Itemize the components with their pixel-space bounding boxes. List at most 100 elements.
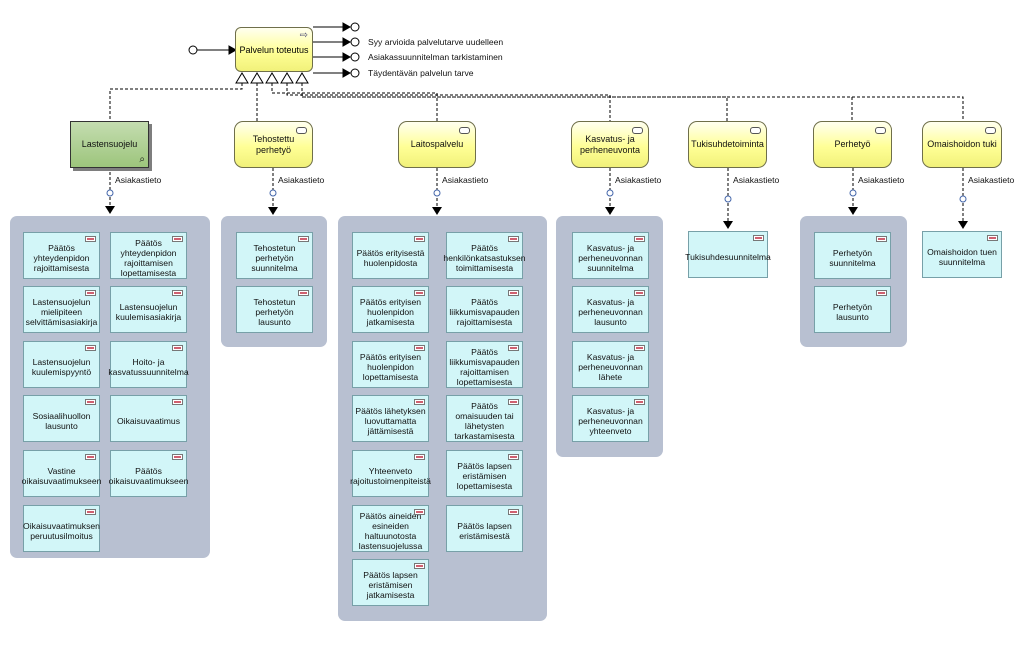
document-icon (85, 236, 96, 242)
document-icon (508, 454, 519, 460)
document-label: Vastine oikaisuvaatimukseen (21, 466, 102, 486)
document-label: Tehostetun perhetyön suunnitelma (251, 243, 298, 273)
document-icon (508, 236, 519, 242)
document-icon (414, 399, 425, 405)
magnifier-icon: ⌕ (139, 154, 145, 165)
document-item[interactable]: Tukisuhdesuunnitelma (685, 231, 771, 278)
document-item[interactable]: Yhteenveto rajoitustoimenpiteistä (350, 450, 431, 497)
service-node-lastensuojelu[interactable]: Lastensuojelu ⌕ (70, 121, 149, 168)
document-label: Lastensuojelun mielipiteen selvittämisas… (25, 297, 98, 327)
document-item[interactable]: Lastensuojelun kuulemisasiakirja (110, 286, 187, 333)
service-node-omaishoidon-tuki[interactable]: Omaishoidon tuki (922, 121, 1002, 168)
document-item[interactable]: Päätös oikaisuvaatimukseen (109, 450, 188, 497)
document-label: Päätös lapsen eristämisen jatkamisesta (363, 570, 418, 600)
association-label: Asiakastieto (615, 175, 662, 185)
service-node-tehostettu-perhetyo[interactable]: Tehostettu perhetyö (234, 121, 313, 168)
document-label: Päätös lapsen eristämisen lopettamisesta (456, 461, 513, 491)
document-label: Kasvatus- ja perheneuvonnan lausunto (578, 297, 643, 327)
document-icon (508, 345, 519, 351)
document-icon (876, 290, 887, 296)
document-icon (508, 290, 519, 296)
association-label: Asiakastieto (115, 175, 162, 185)
document-item[interactable]: Tehostetun perhetyön lausunto (236, 286, 313, 333)
output-label-2: Asiakassuunnitelman tarkistaminen (368, 52, 503, 62)
document-icon (634, 236, 645, 242)
document-icon (987, 235, 998, 241)
association-label: Asiakastieto (858, 175, 905, 185)
document-item[interactable]: Perhetyön suunnitelma (814, 232, 891, 279)
document-item[interactable]: Päätös lapsen eristämisen jatkamisesta (352, 559, 429, 606)
document-item[interactable]: Päätös lapsen eristämisestä (446, 505, 523, 552)
document-icon (414, 236, 425, 242)
document-icon (172, 290, 183, 296)
document-label: Päätös erityisen huolenpidon lopettamise… (359, 352, 422, 382)
document-label: Sosiaalihuollon lausunto (32, 411, 91, 431)
service-arrow-icon: ⇨ (299, 30, 308, 41)
document-icon (753, 235, 764, 241)
document-label: Omaishoidon tuen suunnitelma (927, 247, 997, 267)
document-item[interactable]: Oikaisuvaatimus (110, 395, 187, 442)
document-item[interactable]: Hoito- ja kasvatussuunnitelma (108, 341, 189, 388)
document-icon (634, 290, 645, 296)
document-item[interactable]: Päätös aineiden esineiden haltuunotosta … (352, 505, 429, 552)
service-tag-icon (459, 127, 470, 134)
document-icon (172, 454, 183, 460)
document-item[interactable]: Päätös erityisestä huolenpidosta (352, 232, 429, 279)
service-node-palvelun-toteutus[interactable]: ⇨ Palvelun toteutus (235, 27, 313, 72)
document-item[interactable]: Kasvatus- ja perheneuvonnan lähete (572, 341, 649, 388)
node-title: Lastensuojelu (81, 139, 138, 149)
document-label: Päätös yhteydenpidon rajoittamisen lopet… (120, 238, 177, 278)
document-label: Kasvatus- ja perheneuvonnan lähete (578, 352, 643, 382)
document-item[interactable]: Päätös yhteydenpidon rajoittamisen lopet… (110, 232, 187, 279)
document-item[interactable]: Kasvatus- ja perheneuvonnan yhteenveto (572, 395, 649, 442)
document-label: Päätös lapsen eristämisestä (457, 521, 512, 541)
document-icon (414, 290, 425, 296)
service-node-kasvatus-perheneuvonta[interactable]: Kasvatus- ja perheneuvonta (571, 121, 649, 168)
document-item[interactable]: Tehostetun perhetyön suunnitelma (236, 232, 313, 279)
document-icon (414, 454, 425, 460)
document-item[interactable]: Kasvatus- ja perheneuvonnan suunnitelma (572, 232, 649, 279)
association-label: Asiakastieto (733, 175, 780, 185)
document-item[interactable]: Päätös lapsen eristämisen lopettamisesta (446, 450, 523, 497)
document-item[interactable]: Päätös liikkumisvapauden rajoittamisesta (446, 286, 523, 333)
document-label: Hoito- ja kasvatussuunnitelma (108, 357, 189, 377)
document-label: Päätös omaisuuden tai lähetysten tarkast… (454, 401, 515, 441)
document-item[interactable]: Päätös omaisuuden tai lähetysten tarkast… (446, 395, 523, 442)
document-icon (85, 345, 96, 351)
document-item[interactable]: Sosiaalihuollon lausunto (23, 395, 100, 442)
document-item[interactable]: Vastine oikaisuvaatimukseen (21, 450, 102, 497)
document-icon (298, 290, 309, 296)
service-node-laitospalvelu[interactable]: Laitospalvelu (398, 121, 476, 168)
document-label: Perhetyön lausunto (832, 302, 873, 322)
document-item[interactable]: Oikaisuvaatimuksen peruutusilmoitus (23, 505, 100, 552)
service-node-tukisuhdetoiminta[interactable]: Tukisuhdetoiminta (688, 121, 767, 168)
document-item[interactable]: Kasvatus- ja perheneuvonnan lausunto (572, 286, 649, 333)
document-label: Päätös henkilönkatsastuksen toimittamise… (443, 243, 526, 273)
document-label: Kasvatus- ja perheneuvonnan yhteenveto (578, 406, 643, 436)
document-item[interactable]: Omaishoidon tuen suunnitelma (922, 231, 1002, 278)
document-item[interactable]: Päätös liikkumisvapauden rajoittamisen l… (446, 341, 523, 388)
document-item[interactable]: Päätös lähetyksen luovuttamatta jättämis… (352, 395, 429, 442)
service-tag-icon (750, 127, 761, 134)
document-item[interactable]: Perhetyön lausunto (814, 286, 891, 333)
document-label: Oikaisuvaatimus (116, 416, 181, 426)
document-icon (876, 236, 887, 242)
document-icon (172, 345, 183, 351)
document-item[interactable]: Päätös henkilönkatsastuksen toimittamise… (443, 232, 526, 279)
document-label: Perhetyön suunnitelma (829, 248, 876, 268)
node-title: Tehostettu perhetyö (252, 133, 295, 155)
document-label: Päätös erityisen huolenpidon jatkamisest… (359, 297, 422, 327)
document-label: Päätös erityisestä huolenpidosta (356, 248, 425, 268)
document-item[interactable]: Päätös erityisen huolenpidon jatkamisest… (352, 286, 429, 333)
document-item[interactable]: Lastensuojelun kuulemispyyntö (23, 341, 100, 388)
document-item[interactable]: Lastensuojelun mielipiteen selvittämisas… (23, 286, 100, 333)
document-icon (85, 290, 96, 296)
service-node-perhetyo[interactable]: Perhetyö (813, 121, 892, 168)
document-icon (85, 509, 96, 515)
document-label: Päätös aineiden esineiden haltuunotosta … (358, 511, 423, 551)
node-title: Perhetyö (834, 139, 871, 149)
node-title: Kasvatus- ja perheneuvonta (579, 133, 641, 155)
document-item[interactable]: Päätös erityisen huolenpidon lopettamise… (352, 341, 429, 388)
document-item[interactable]: Päätös yhteydenpidon rajoittamisesta (23, 232, 100, 279)
document-icon (172, 399, 183, 405)
